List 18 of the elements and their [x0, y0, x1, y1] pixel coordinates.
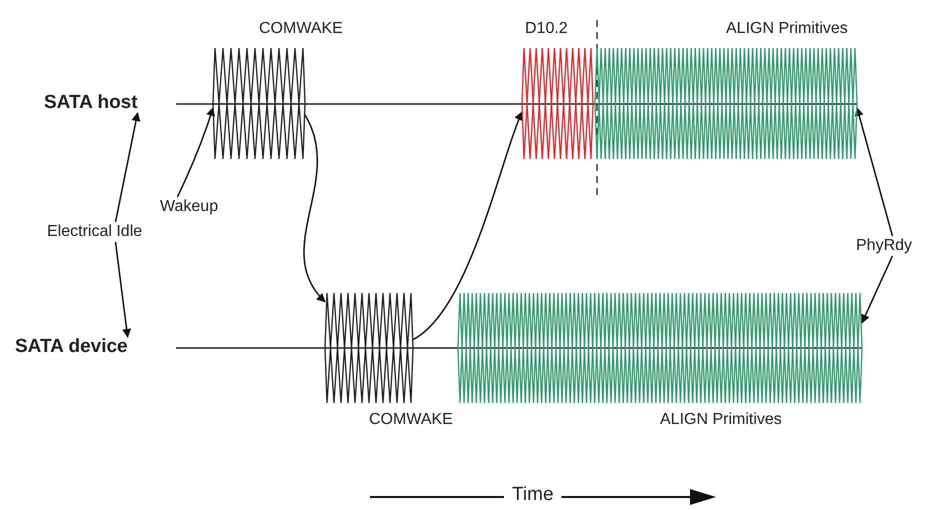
- arrow: [114, 112, 140, 222]
- arrow: [176, 106, 215, 198]
- axis-label: Time: [512, 485, 554, 505]
- burst-label: COMWAKE: [369, 410, 453, 430]
- arrow: [114, 242, 132, 338]
- arrow: [304, 114, 326, 302]
- burst-label: ALIGN Primitives: [660, 410, 782, 430]
- annotation-text: Wakeup: [160, 197, 218, 217]
- annotation-text: PhyRdy: [856, 236, 912, 256]
- burst-label: COMWAKE: [259, 19, 343, 39]
- arrow: [854, 106, 894, 236]
- burst-label: D10.2: [525, 19, 568, 39]
- signal-name: SATA host: [44, 93, 138, 113]
- burst-label: ALIGN Primitives: [726, 19, 848, 39]
- annotation-text: Electrical Idle: [47, 222, 142, 242]
- signal-name: SATA device: [15, 337, 128, 357]
- arrow: [412, 111, 524, 340]
- arrow: [861, 256, 894, 324]
